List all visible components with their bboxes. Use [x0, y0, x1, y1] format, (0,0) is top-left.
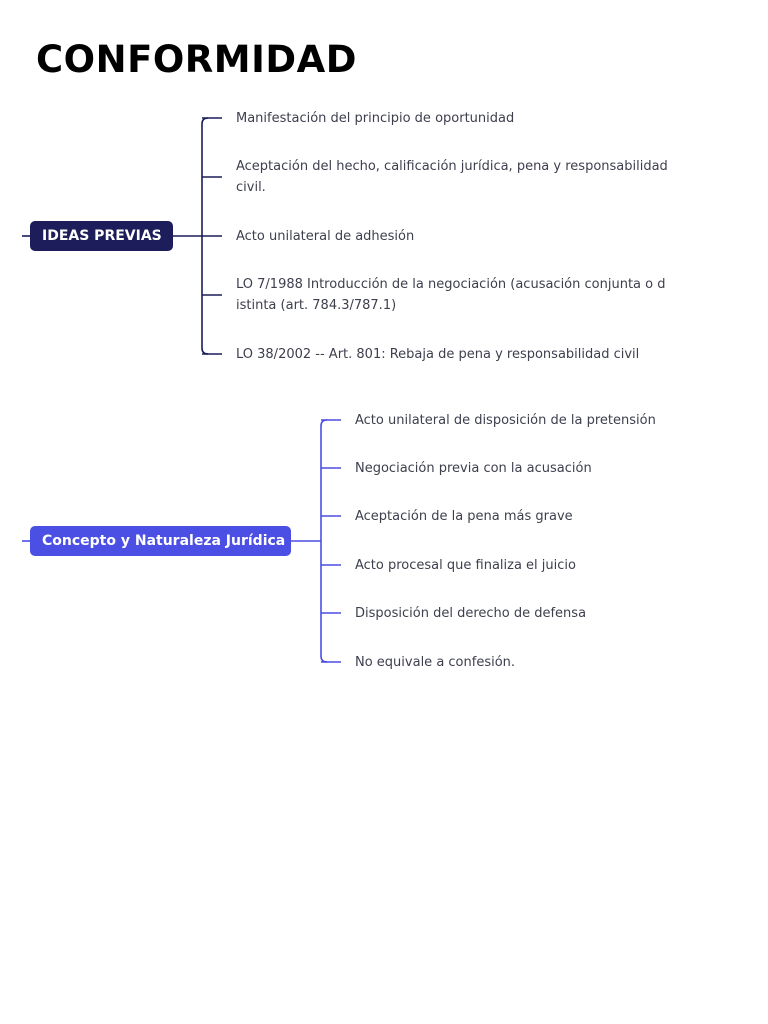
subtopic-item[interactable]: Disposición del derecho de defensa	[355, 606, 587, 621]
subtopic-item[interactable]: Aceptación del hecho, calificación juríd…	[236, 159, 668, 195]
subtopic-item[interactable]: Manifestación del principio de oportunid…	[236, 111, 515, 126]
subtopic-item[interactable]: No equivale a confesión.	[355, 655, 516, 670]
subtopic-item[interactable]: LO 7/1988 Introducción de la negociación…	[236, 277, 666, 313]
subtopic-item[interactable]: LO 38/2002 -- Art. 801: Rebaja de pena y…	[236, 347, 640, 362]
topic-node-concepto-naturaleza[interactable]: Concepto y Naturaleza Jurídica	[30, 526, 291, 556]
subtopic-item[interactable]: Aceptación de la pena más grave	[355, 509, 573, 524]
page-title: CONFORMIDAD	[36, 38, 357, 81]
subtopic-item[interactable]: Negociación previa con la acusación	[355, 461, 592, 476]
group-1-spine-line	[201, 117, 209, 355]
topic-node-ideas-previas[interactable]: IDEAS PREVIAS	[30, 221, 173, 251]
subtopic-item[interactable]: Acto unilateral de adhesión	[236, 229, 415, 244]
subtopic-item[interactable]: Acto unilateral de disposición de la pre…	[355, 413, 656, 428]
group-2-spine-line	[320, 419, 328, 663]
subtopic-item[interactable]: Acto procesal que finaliza el juicio	[355, 558, 576, 573]
